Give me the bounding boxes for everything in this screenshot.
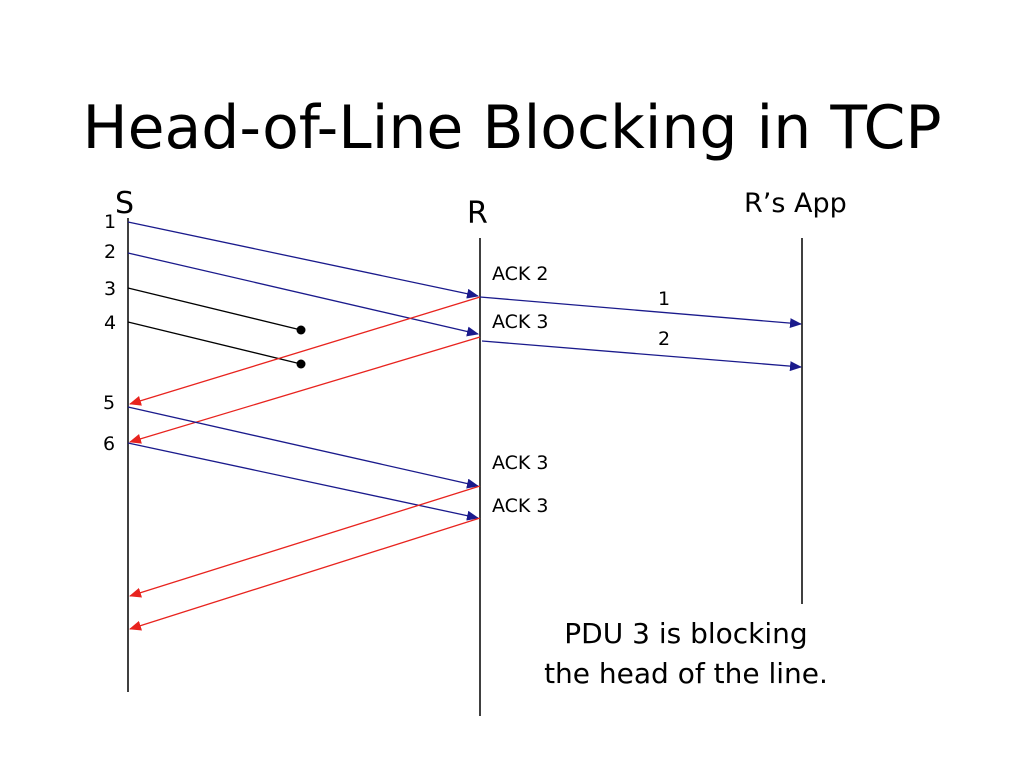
ack-3-arrow-3 <box>129 517 481 631</box>
caption-line-2: the head of the line. <box>544 657 828 690</box>
app-label: R’s App <box>744 188 847 219</box>
sender-label: S <box>115 186 135 221</box>
packet-label-3: 3 <box>104 278 117 300</box>
packet-4-lost-line <box>127 321 302 365</box>
delivered-label-2: 2 <box>658 328 671 350</box>
ack-label-3: ACK 3 <box>492 452 549 474</box>
packet-label-5: 5 <box>103 392 116 414</box>
ack-3-arrow-2 <box>129 485 481 598</box>
packet-1-arrow <box>127 221 479 299</box>
ack-2-arrow <box>129 296 481 406</box>
caption-line-1: PDU 3 is blocking <box>564 617 808 650</box>
ack-3-arrow-1 <box>129 336 481 444</box>
ack-label-4: ACK 3 <box>492 495 549 517</box>
packet-label-2: 2 <box>104 241 117 263</box>
ack-label-2: ACK 3 <box>492 311 549 333</box>
packet-label-6: 6 <box>103 433 116 455</box>
deliver-2-arrow <box>481 340 802 372</box>
packet-2-arrow <box>127 252 479 337</box>
delivered-label-1: 1 <box>658 288 671 310</box>
ack-label-1: ACK 2 <box>492 263 549 285</box>
packet-5-arrow <box>127 406 479 489</box>
receiver-label: R <box>467 196 488 231</box>
packet-3-lost-line <box>127 287 302 331</box>
packet-3-drop-dot <box>296 325 306 335</box>
packet-4-drop-dot <box>296 359 306 369</box>
packet-label-4: 4 <box>104 312 117 334</box>
packet-6-arrow <box>127 442 479 521</box>
packet-label-1: 1 <box>104 211 117 233</box>
caption: PDU 3 is blocking the head of the line. <box>500 614 872 694</box>
slide-title: Head-of-Line Blocking in TCP <box>82 93 942 163</box>
deliver-1-arrow <box>479 296 802 329</box>
